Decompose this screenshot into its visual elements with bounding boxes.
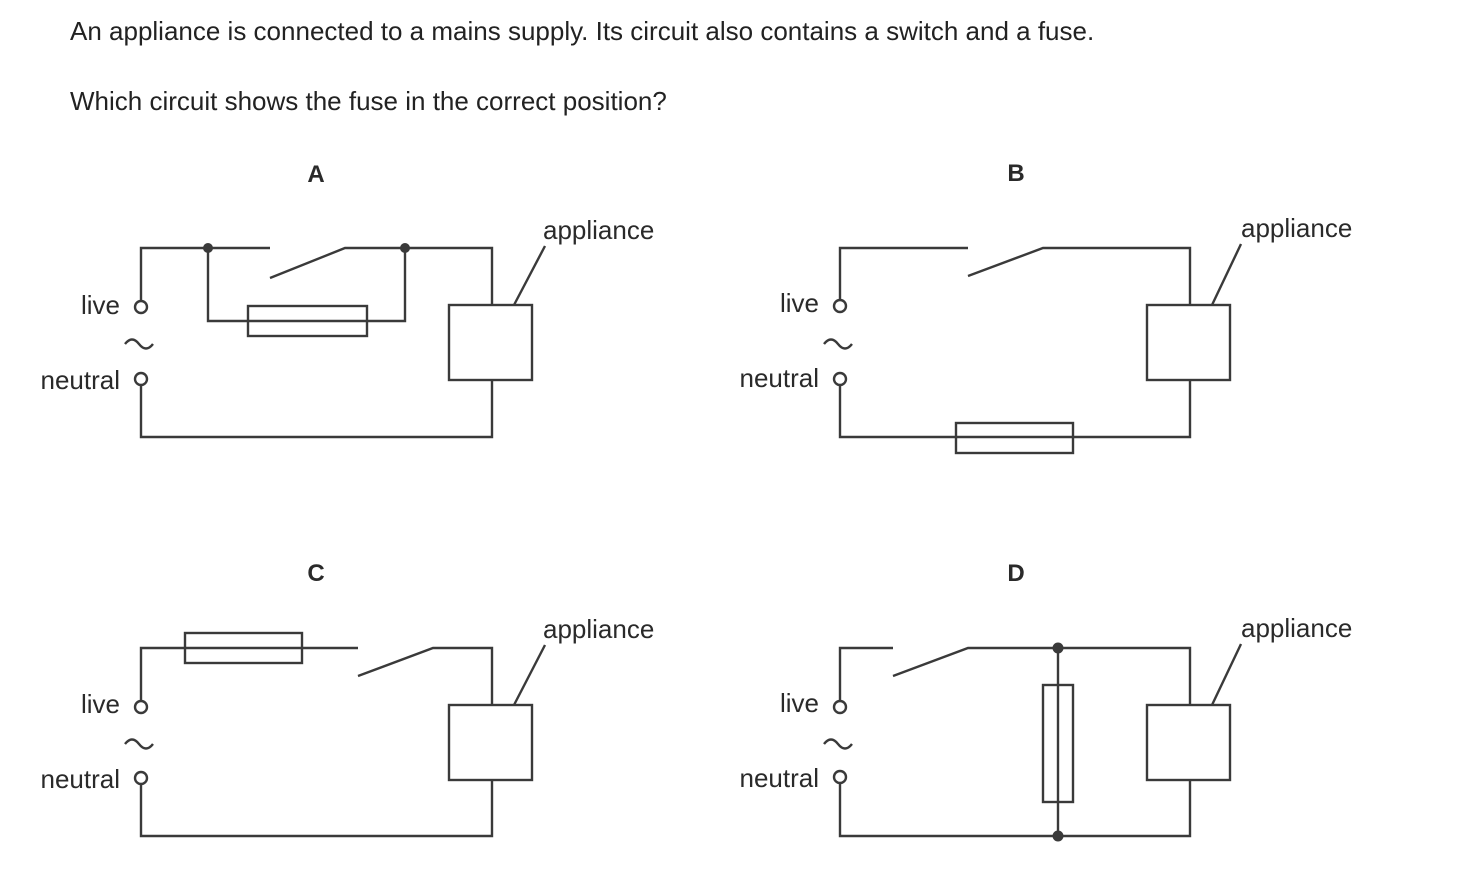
switch-c xyxy=(357,646,494,705)
ac-symbol-d xyxy=(823,738,853,750)
question-text-line-2: Which circuit shows the fuse in the corr… xyxy=(70,86,667,116)
neutral-label-d: neutral xyxy=(740,763,820,793)
neutral-terminal-a xyxy=(133,371,149,387)
live-terminal-b xyxy=(832,298,848,314)
appliance-pointer-a xyxy=(512,245,547,306)
return-wire-a xyxy=(139,380,494,439)
return-wire-c xyxy=(139,780,494,838)
appliance-box-d xyxy=(1145,703,1232,782)
appliance-label-c: appliance xyxy=(543,614,654,644)
ac-symbol-a xyxy=(124,338,154,350)
live-terminal-d xyxy=(832,699,848,715)
appliance-label-b: appliance xyxy=(1241,213,1352,243)
live-label-c: live xyxy=(81,689,120,719)
appliance-box-c xyxy=(447,703,534,782)
neutral-terminal-d xyxy=(832,769,848,785)
question-text-line-1: An appliance is connected to a mains sup… xyxy=(70,16,1095,46)
neutral-terminal-b xyxy=(832,371,848,387)
circuit-a[interactable]: A appliance live neutral xyxy=(41,161,655,439)
live-terminal-a xyxy=(133,299,149,315)
option-label-b: B xyxy=(1007,160,1024,187)
wire-d xyxy=(838,646,893,700)
junction-d-1 xyxy=(1052,642,1064,654)
circuit-b[interactable]: B appliance live neutral xyxy=(740,160,1353,455)
live-label-b: live xyxy=(780,288,819,318)
wire-b xyxy=(838,246,968,300)
option-label-d: D xyxy=(1007,560,1024,587)
circuit-d[interactable]: D appliance live neutral xyxy=(740,560,1353,842)
neutral-label-c: neutral xyxy=(41,764,121,794)
ac-symbol-c xyxy=(124,738,154,750)
circuit-c[interactable]: C appliance live neutral xyxy=(41,560,655,838)
switch-a xyxy=(269,246,494,305)
ac-symbol-b xyxy=(823,338,853,350)
appliance-box-b xyxy=(1145,303,1232,382)
junction-a-2 xyxy=(400,243,410,253)
option-label-c: C xyxy=(307,560,324,587)
neutral-terminal-c xyxy=(133,770,149,786)
appliance-box-a xyxy=(447,303,534,382)
appliance-label-a: appliance xyxy=(543,215,654,245)
neutral-label-a: neutral xyxy=(41,365,121,395)
switch-b xyxy=(967,246,1192,305)
wire-a xyxy=(139,246,270,300)
option-label-a: A xyxy=(307,161,324,188)
neutral-label-b: neutral xyxy=(740,363,820,393)
live-label-a: live xyxy=(81,290,120,320)
return-wire-d xyxy=(838,780,1192,838)
live-label-d: live xyxy=(780,688,819,718)
live-terminal-c xyxy=(133,699,149,715)
appliance-pointer-d xyxy=(1210,643,1243,706)
junction-a-1 xyxy=(203,243,213,253)
appliance-pointer-b xyxy=(1210,243,1243,306)
appliance-pointer-c xyxy=(512,644,547,706)
fuse-parallel-wire-a xyxy=(206,248,407,323)
switch-d xyxy=(892,646,1192,705)
appliance-label-d: appliance xyxy=(1241,613,1352,643)
